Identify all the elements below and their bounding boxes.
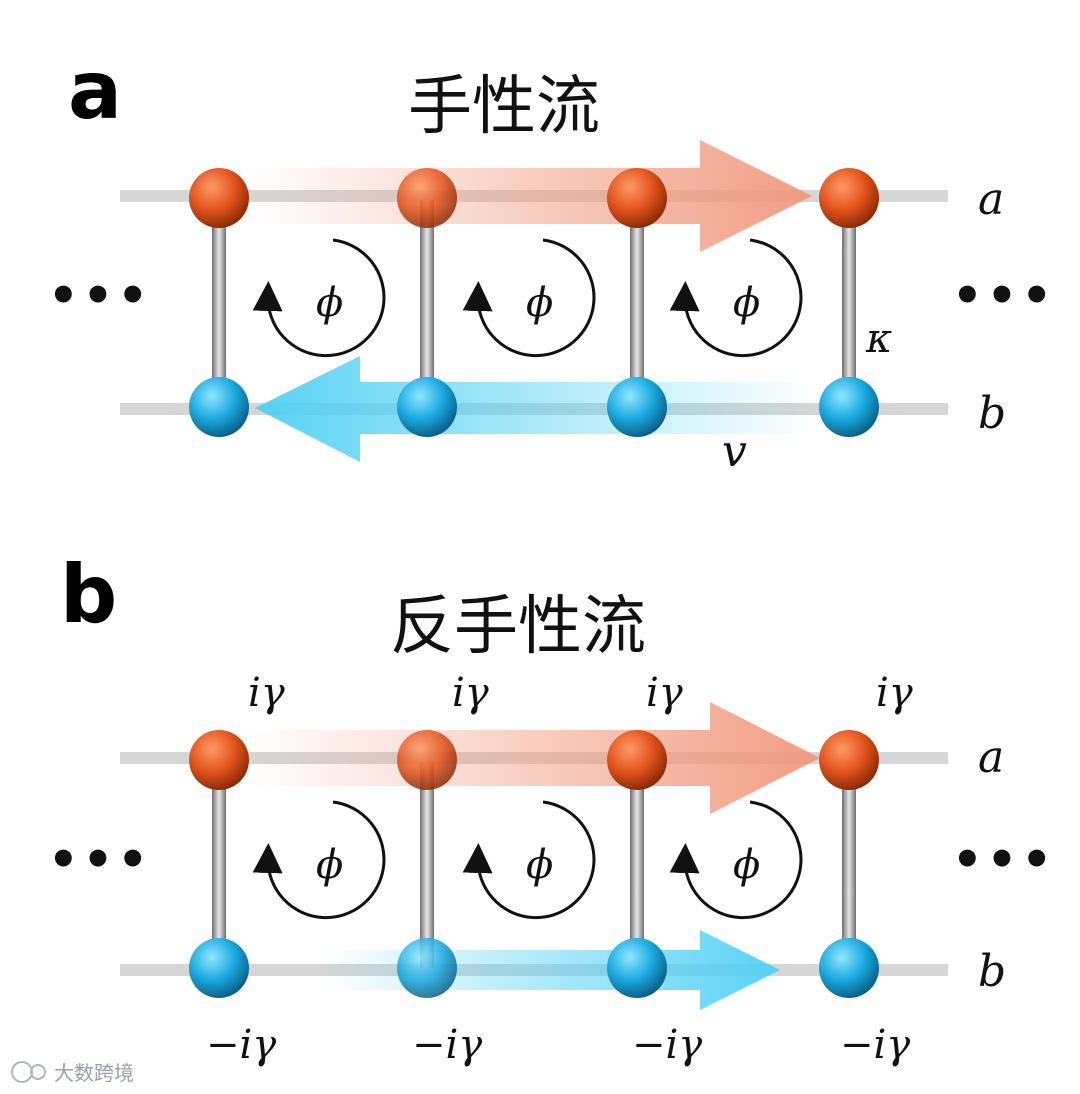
rung-a-4	[842, 200, 856, 406]
watermark-logo-icon	[11, 1061, 33, 1083]
site-a-3-bottom	[607, 377, 667, 437]
rung-a-2	[420, 200, 434, 406]
right-ellipsis-b: •••	[952, 832, 1056, 888]
loss-label-2: −iγ	[412, 1022, 482, 1068]
flux-loop-icon-a-1	[252, 238, 386, 358]
flux-loop-icon-b-2	[462, 800, 596, 920]
watermark-text: 大数跨境	[54, 1061, 134, 1085]
rung-b-2	[420, 762, 434, 968]
gain-label-2: iγ	[452, 670, 489, 716]
site-a-3-top	[607, 168, 667, 228]
left-ellipsis-a: •••	[48, 268, 152, 324]
flux-label-a-3: ϕ	[733, 280, 760, 326]
top-flow-arrow-b	[245, 702, 820, 814]
gain-label-3: iγ	[646, 670, 683, 716]
panel-letter-b: b	[60, 548, 117, 641]
right-ellipsis-a: •••	[952, 268, 1056, 324]
flux-label-a-2: ϕ	[526, 280, 553, 326]
site-b-2-bottom	[397, 938, 457, 998]
rung-a-1	[212, 200, 226, 406]
panel-b-title: 反手性流	[390, 590, 646, 664]
flux-label-b-3: ϕ	[733, 842, 760, 888]
rung-b-4	[842, 762, 856, 968]
panel-letter-a: a	[68, 44, 122, 137]
row-label-a-bottom: b	[978, 388, 1006, 439]
panel-b: b 反手性流 iγ iγ iγ iγ ϕ ϕ ϕ •••	[48, 548, 1056, 1068]
bottom-flow-arrow-a	[255, 356, 820, 462]
flux-label-b-2: ϕ	[526, 842, 553, 888]
flux-label-b-1: ϕ	[316, 842, 343, 888]
gain-label-4: iγ	[876, 670, 913, 716]
site-a-4-bottom	[819, 377, 879, 437]
site-b-4-bottom	[819, 938, 879, 998]
site-a-2-top	[397, 168, 457, 228]
velocity-label: v	[722, 426, 747, 477]
loss-label-1: −iγ	[206, 1022, 276, 1068]
rung-b-1	[212, 762, 226, 968]
bottom-flow-arrow-b	[320, 930, 780, 1010]
row-label-a-top: a	[978, 174, 1004, 225]
site-a-2-bottom	[397, 377, 457, 437]
site-b-1-top	[189, 730, 249, 790]
panel-a: a 手性流 ϕ ϕ ϕ ••• ••• a b κ v	[48, 44, 1056, 477]
site-b-3-top	[607, 730, 667, 790]
left-ellipsis-b: •••	[48, 832, 152, 888]
coupling-label: κ	[865, 316, 892, 362]
site-b-1-bottom	[189, 938, 249, 998]
site-a-1-top	[189, 168, 249, 228]
rung-b-3	[630, 762, 644, 968]
site-b-3-bottom	[607, 938, 667, 998]
site-b-2-top	[397, 730, 457, 790]
panel-a-title: 手性流	[408, 70, 600, 144]
site-a-4-top	[819, 168, 879, 228]
flux-loop-icon-a-3	[669, 238, 803, 358]
rung-a-3	[630, 200, 644, 406]
site-a-1-bottom	[189, 377, 249, 437]
gain-label-1: iγ	[248, 670, 285, 716]
loss-label-4: −iγ	[840, 1022, 910, 1068]
row-label-b-top: a	[978, 732, 1004, 783]
watermark: 大数跨境	[11, 1061, 134, 1085]
flux-loop-icon-b-1	[252, 800, 386, 920]
flux-label-a-1: ϕ	[316, 280, 343, 326]
flux-loop-icon-b-3	[669, 800, 803, 920]
site-b-4-top	[819, 730, 879, 790]
watermark-logo-icon-2	[30, 1064, 46, 1080]
flux-loop-icon-a-2	[462, 238, 596, 358]
loss-label-3: −iγ	[632, 1022, 702, 1068]
top-flow-arrow-a	[245, 140, 812, 252]
row-label-b-bottom: b	[978, 946, 1006, 997]
